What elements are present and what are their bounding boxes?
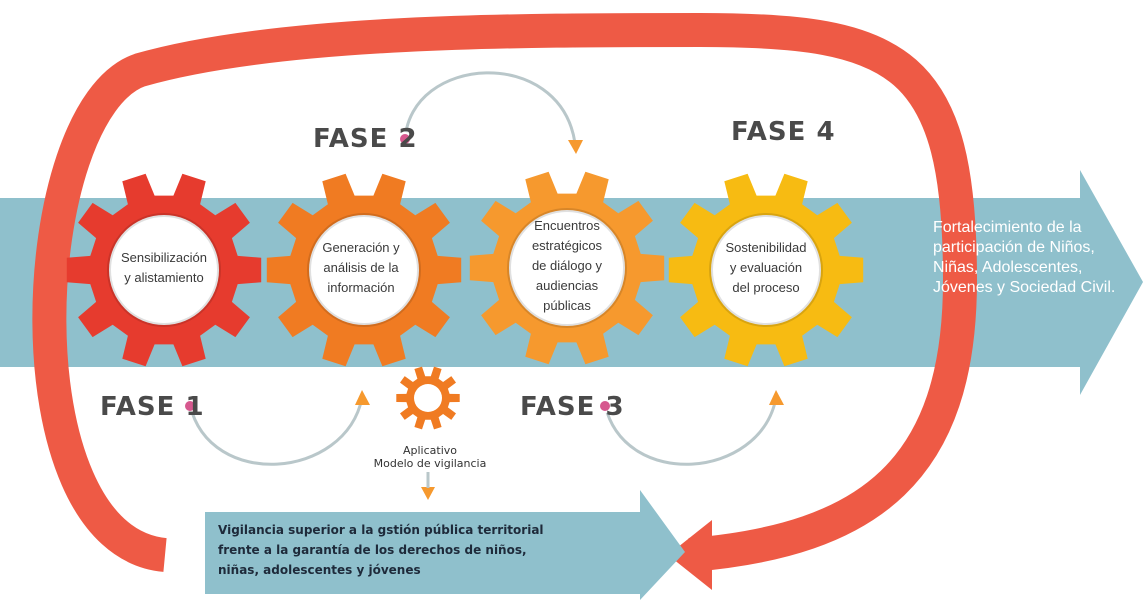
phase-4-description: Sostenibilidad y evaluación del proceso	[706, 238, 826, 298]
gear-icon	[668, 173, 864, 367]
bottom-line: niñas, adolescentes y jóvenes	[218, 563, 421, 577]
phase-1-line: y alistamiento	[124, 270, 204, 285]
gear-center	[414, 384, 442, 412]
phase-1-line: Sensibilización	[121, 250, 207, 265]
connector-2-3-arrowhead	[568, 140, 583, 154]
phase-4-label: FASE 4	[731, 117, 836, 147]
gear-center	[107, 213, 221, 327]
bottom-line: frente a la garantía de los derechos de …	[218, 543, 527, 557]
bottom-line: Vigilancia superior a la gstión pública …	[218, 523, 544, 537]
gear-icon	[469, 171, 665, 365]
gear-center	[507, 208, 627, 328]
connector-3-4	[603, 397, 778, 466]
app-label: Aplicativo Modelo de vigilancia	[330, 444, 530, 470]
phase-3-line: Encuentros	[534, 218, 600, 233]
bottom-outcome-arrow	[205, 490, 685, 600]
phase-4-line: y evaluación	[729, 260, 803, 275]
phase-2-line: análisis de la	[323, 260, 399, 275]
phase-4-line: del proceso	[732, 280, 800, 295]
app-label-line: Modelo de vigilancia	[373, 457, 487, 470]
outcome-line: Jóvenes y Sociedad Civil.	[933, 279, 1116, 296]
phase-3-label: FASE 3	[520, 392, 625, 422]
phase-4-line: Sostenibilidad	[725, 240, 807, 255]
phase-1-dot	[183, 399, 197, 413]
outer-cycle-loop	[32, 12, 978, 572]
phase-1-description: Sensibilización y alistamiento	[104, 248, 224, 288]
gear-icon	[266, 173, 462, 367]
gear-icon	[66, 173, 262, 367]
connector-1-2-arrowhead	[355, 390, 370, 405]
phase-2-description: Generación y análisis de la información	[306, 238, 416, 298]
connector-2-3	[403, 71, 577, 144]
gear-center	[307, 213, 421, 327]
connector-3-4-arrowhead	[769, 390, 784, 405]
phase-3-line: estratégicos	[531, 238, 603, 253]
app-label-line: Aplicativo	[402, 444, 458, 457]
gear-icon	[396, 366, 460, 430]
phase-2-dot	[398, 132, 412, 146]
phase-1-label: FASE 1	[100, 392, 205, 422]
phase-2-line: Generación y	[322, 240, 400, 255]
loop-arrowhead	[668, 520, 712, 590]
phase-3-dot	[598, 399, 612, 413]
outcome-line: Niñas, Adolescentes,	[933, 259, 1083, 276]
gear-center	[709, 213, 823, 327]
app-down-arrowhead	[421, 487, 435, 500]
phase-3-line: públicas	[543, 298, 591, 313]
phase-3-line: audiencias	[535, 278, 599, 293]
bottom-arrow-text: Vigilancia superior a la gstión pública …	[218, 520, 544, 580]
phase-connectors	[188, 71, 784, 500]
outcome-line: Fortalecimiento de la	[933, 219, 1082, 236]
outcome-text: Fortalecimiento de la participación de N…	[933, 218, 1115, 298]
outcome-line: participación de Niños,	[933, 239, 1095, 256]
connector-1-2	[188, 397, 364, 466]
phase-2-label: FASE 2	[313, 124, 418, 154]
phase-2-line: información	[327, 280, 395, 295]
phase-3-description: Encuentros estratégicos de diálogo y aud…	[512, 216, 622, 316]
phase-3-line: de diálogo y	[531, 258, 603, 273]
